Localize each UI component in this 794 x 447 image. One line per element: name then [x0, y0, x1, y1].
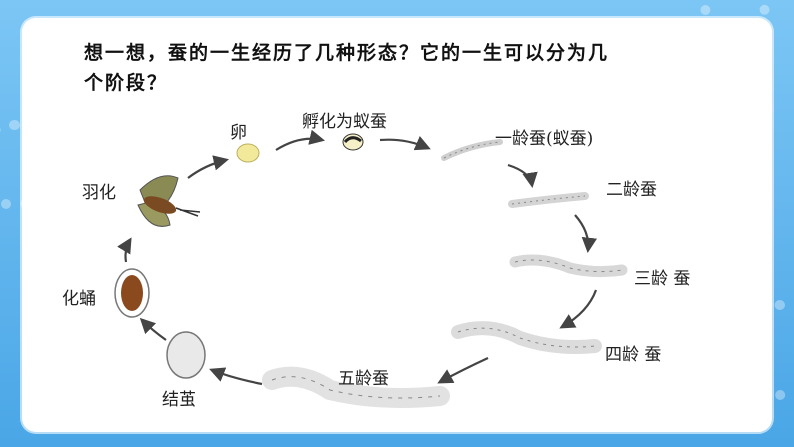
question-line-2: 个阶段？	[84, 72, 169, 94]
arrow-hatch-to-instar1	[379, 136, 431, 151]
arrow-egg-to-hatch	[275, 129, 326, 151]
instar1-larva-icon	[441, 139, 503, 161]
arrow-cocoon-to-pupa	[139, 317, 167, 341]
content-card	[22, 18, 772, 432]
label-cocoon: 结茧	[162, 390, 196, 410]
cocoon-icon	[166, 331, 206, 379]
label-instar5: 五龄蚕	[338, 369, 389, 389]
arrow-instar2-to-instar3	[574, 214, 598, 254]
egg-icon	[236, 143, 260, 163]
moth-icon	[137, 175, 201, 227]
label-egg: 卵	[230, 123, 247, 143]
arrow-pupa-to-moth	[117, 237, 132, 263]
label-instar1: 一龄蚕(蚁蚕)	[495, 129, 594, 149]
arrow-instar4-to-instar5	[437, 357, 489, 384]
arrow-instar1-to-instar2	[507, 163, 538, 189]
label-instar2: 二龄蚕	[606, 180, 657, 200]
question-line-1: 想一想，蚕的一生经历了几种形态？它的一生可以分为几	[84, 42, 610, 64]
label-instar3: 三龄 蚕	[634, 269, 691, 289]
pupa-icon	[114, 268, 150, 318]
label-moth: 羽化	[82, 183, 116, 203]
label-instar4: 四龄 蚕	[605, 345, 662, 365]
arrow-instar5-to-cocoon	[209, 367, 263, 386]
arrow-moth-to-egg	[187, 155, 229, 179]
label-hatch: 孵化为蚁蚕	[302, 112, 387, 132]
hatching-larva-icon	[342, 133, 364, 151]
instar5-larva-icon	[262, 366, 450, 408]
instar2-larva-icon	[508, 192, 589, 208]
label-pupa: 化蛹	[62, 289, 96, 309]
instar4-larva-icon	[451, 321, 602, 354]
arrow-instar3-to-instar4	[559, 289, 598, 329]
instar3-larva-icon	[509, 254, 628, 278]
